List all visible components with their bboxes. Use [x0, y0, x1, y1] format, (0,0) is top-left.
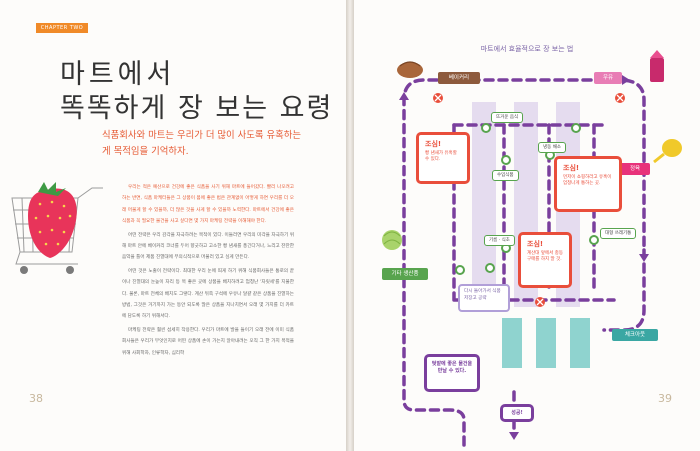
caution-heading: 조심! — [425, 140, 442, 148]
milk-icon — [650, 58, 664, 82]
chicken-leg-icon — [662, 139, 682, 157]
title-line-1: 마트에서 — [60, 59, 176, 90]
subtitle: 식품회사와 마트는 우리가 더 많이 사도록 유혹하는 게 목적임을 기억하자. — [102, 130, 302, 157]
section-meat: 정육 — [620, 163, 650, 175]
section-other-produce: 기타 생산품 — [382, 268, 428, 280]
paragraph: 어떤 전략은 우리 감각을 자극하려는 목적이 있다. 이들러면 우리의 미각을… — [122, 232, 294, 261]
aisle-tag: 대형 쓰레기통 — [600, 228, 637, 239]
aisle-tag: 기름 · 식초 — [484, 235, 515, 246]
no-go-icon — [433, 93, 625, 307]
section-checkout: 체크아웃 — [612, 329, 658, 341]
map-title: 마트에서 효율적으로 장 보는 법 — [480, 45, 574, 53]
paragraph: 마케팅 전략은 훨씬 섬세히 작용한다. 우리가 마트에 발을 들이기 오래 전… — [122, 327, 294, 356]
checkout-counter — [536, 318, 556, 368]
left-page: CHAPTER TWO 마트에서 똑똑하게 장 보는 요령 식품회사와 마트는 … — [0, 0, 346, 451]
bread-icon — [397, 62, 423, 78]
checkout-counter — [570, 318, 590, 368]
right-page: 마트에서 효율적으로 장 보는 법 — [354, 0, 700, 451]
aisle-tag: 뜨거운 음식 — [491, 112, 524, 123]
caution-box-aisle: 조심! 먼저이 쇼핑하라고 유혹이 엄청나게 통하는 곳. — [554, 156, 622, 212]
checkout-counter — [502, 318, 522, 368]
success-badge: 성공! — [500, 404, 534, 422]
section-milk: 우유 — [594, 72, 622, 84]
caution-heading: 조심! — [563, 164, 580, 172]
title-line-2: 똑똑하게 장 보는 요령 — [60, 93, 334, 124]
start-note: 텃밭에 좋은 물건을 만날 수 있다. — [424, 354, 480, 392]
page-number: 39 — [658, 392, 672, 405]
caution-text: 먼저이 쇼핑하라고 유혹이 엄청나게 통하는 곳. — [563, 175, 612, 187]
book-gutter — [346, 0, 354, 451]
aisle-tag: 냉동 채소 — [538, 142, 566, 153]
revisit-note: 다시 돌아가서 식품저장고 공략 — [458, 284, 510, 312]
body-text: 우리는 적은 예산으로 건강에 좋은 식품을 사기 위해 마트에 들어갔다. 빨… — [122, 182, 294, 361]
strawberry-cart-illustration — [11, 182, 103, 274]
caution-text: 빵 냄새가 유혹할 수 있다. — [425, 151, 457, 163]
paragraph: 어떤 것은 노출이 전략이다. 최대한 우리 눈에 띄게 하기 위해 식품회사들… — [122, 268, 294, 320]
caution-text: 계산대 앞에서 충동구매를 하지 말 것. — [527, 251, 563, 263]
store-map — [382, 50, 682, 447]
aisle-tag: 수입식품 — [492, 170, 519, 181]
caution-box-checkout: 조심! 계산대 앞에서 충동구매를 하지 말 것. — [518, 232, 572, 288]
caution-box-bakery: 조심! 빵 냄새가 유혹할 수 있다. — [416, 132, 470, 184]
caution-heading: 조심! — [527, 240, 544, 248]
paragraph: 우리는 적은 예산으로 건강에 좋은 식품을 사기 위해 마트에 들어갔다. 빨… — [122, 185, 294, 225]
page-number: 38 — [29, 392, 43, 405]
chapter-tab: CHAPTER TWO — [36, 23, 88, 33]
section-bakery: 베이커리 — [438, 72, 480, 84]
aisle-shelf — [472, 102, 496, 307]
